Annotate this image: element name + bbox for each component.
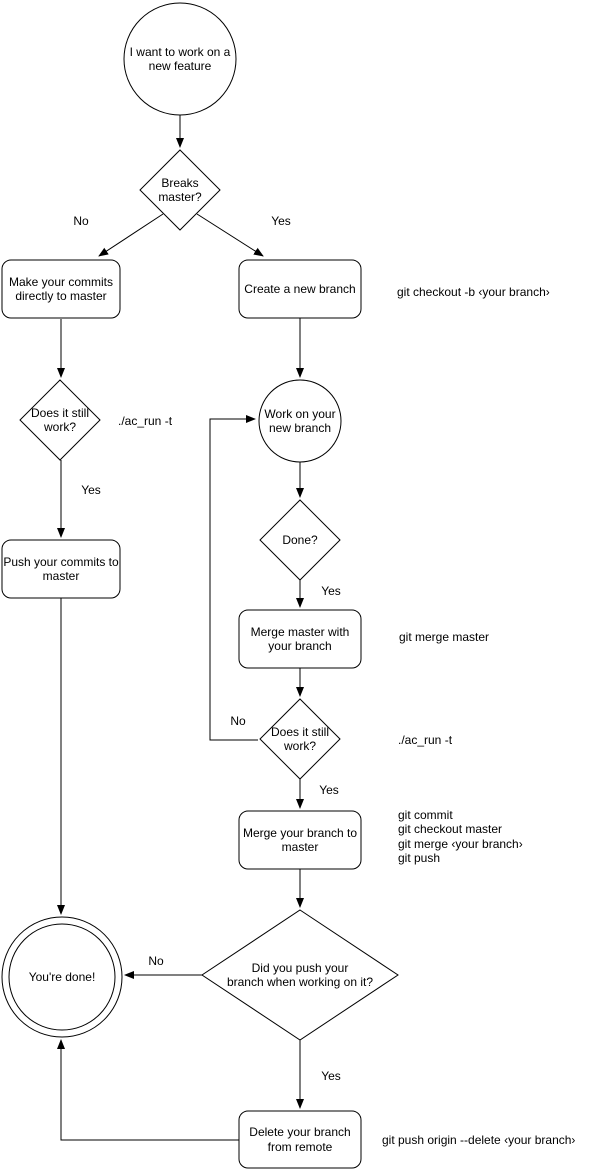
merge-master-box-shape: [238, 609, 362, 669]
make-commits-box-shape: [1, 259, 121, 319]
create-branch-box-shape: [238, 259, 362, 319]
still-work-1-diamond-shape: [19, 379, 101, 461]
work-branch-circle-shape: [258, 379, 342, 463]
edge-delete-loop: [57, 1039, 239, 1141]
done-diamond-shape: [259, 499, 341, 581]
did-push-diamond-shape: [201, 909, 399, 1041]
edge-breaks-yes: [196, 213, 264, 257]
edge-stillwork2-no-loop: [209, 415, 258, 741]
edge-breaks-no: [98, 213, 164, 257]
delete-branch-box-shape: [238, 1110, 362, 1169]
still-work-2-diamond-shape: [259, 698, 341, 780]
push-commits-box-shape: [1, 539, 121, 599]
merge-branch-box-shape: [238, 810, 362, 870]
start-circle-shape: [123, 2, 237, 116]
youre-done-inner-circle-shape: [8, 923, 116, 1031]
breaks-master-diamond-shape: [139, 149, 221, 231]
